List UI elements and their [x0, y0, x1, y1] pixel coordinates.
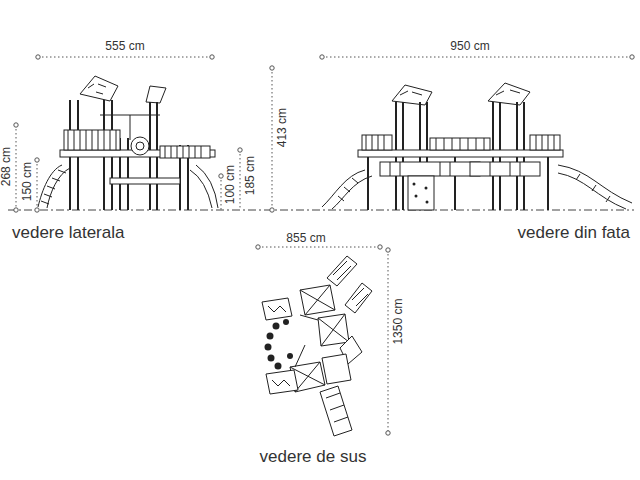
- dimension-label: 185 cm: [244, 154, 257, 197]
- dimension-label: 555 cm: [103, 40, 146, 53]
- dimension-label: 100 cm: [224, 163, 237, 206]
- dimension-label: 1350 cm: [392, 297, 405, 347]
- view-title: vedere din fata: [516, 224, 632, 243]
- view-title: vedere de sus: [258, 448, 369, 467]
- dimension-label: 855 cm: [284, 232, 327, 245]
- dimension-label: 413 cm: [276, 106, 289, 149]
- dimension-label: 950 cm: [448, 40, 491, 53]
- dimension-label: 150 cm: [21, 160, 34, 203]
- dimension-label: 268 cm: [0, 145, 13, 188]
- view-title: vedere laterala: [10, 224, 126, 243]
